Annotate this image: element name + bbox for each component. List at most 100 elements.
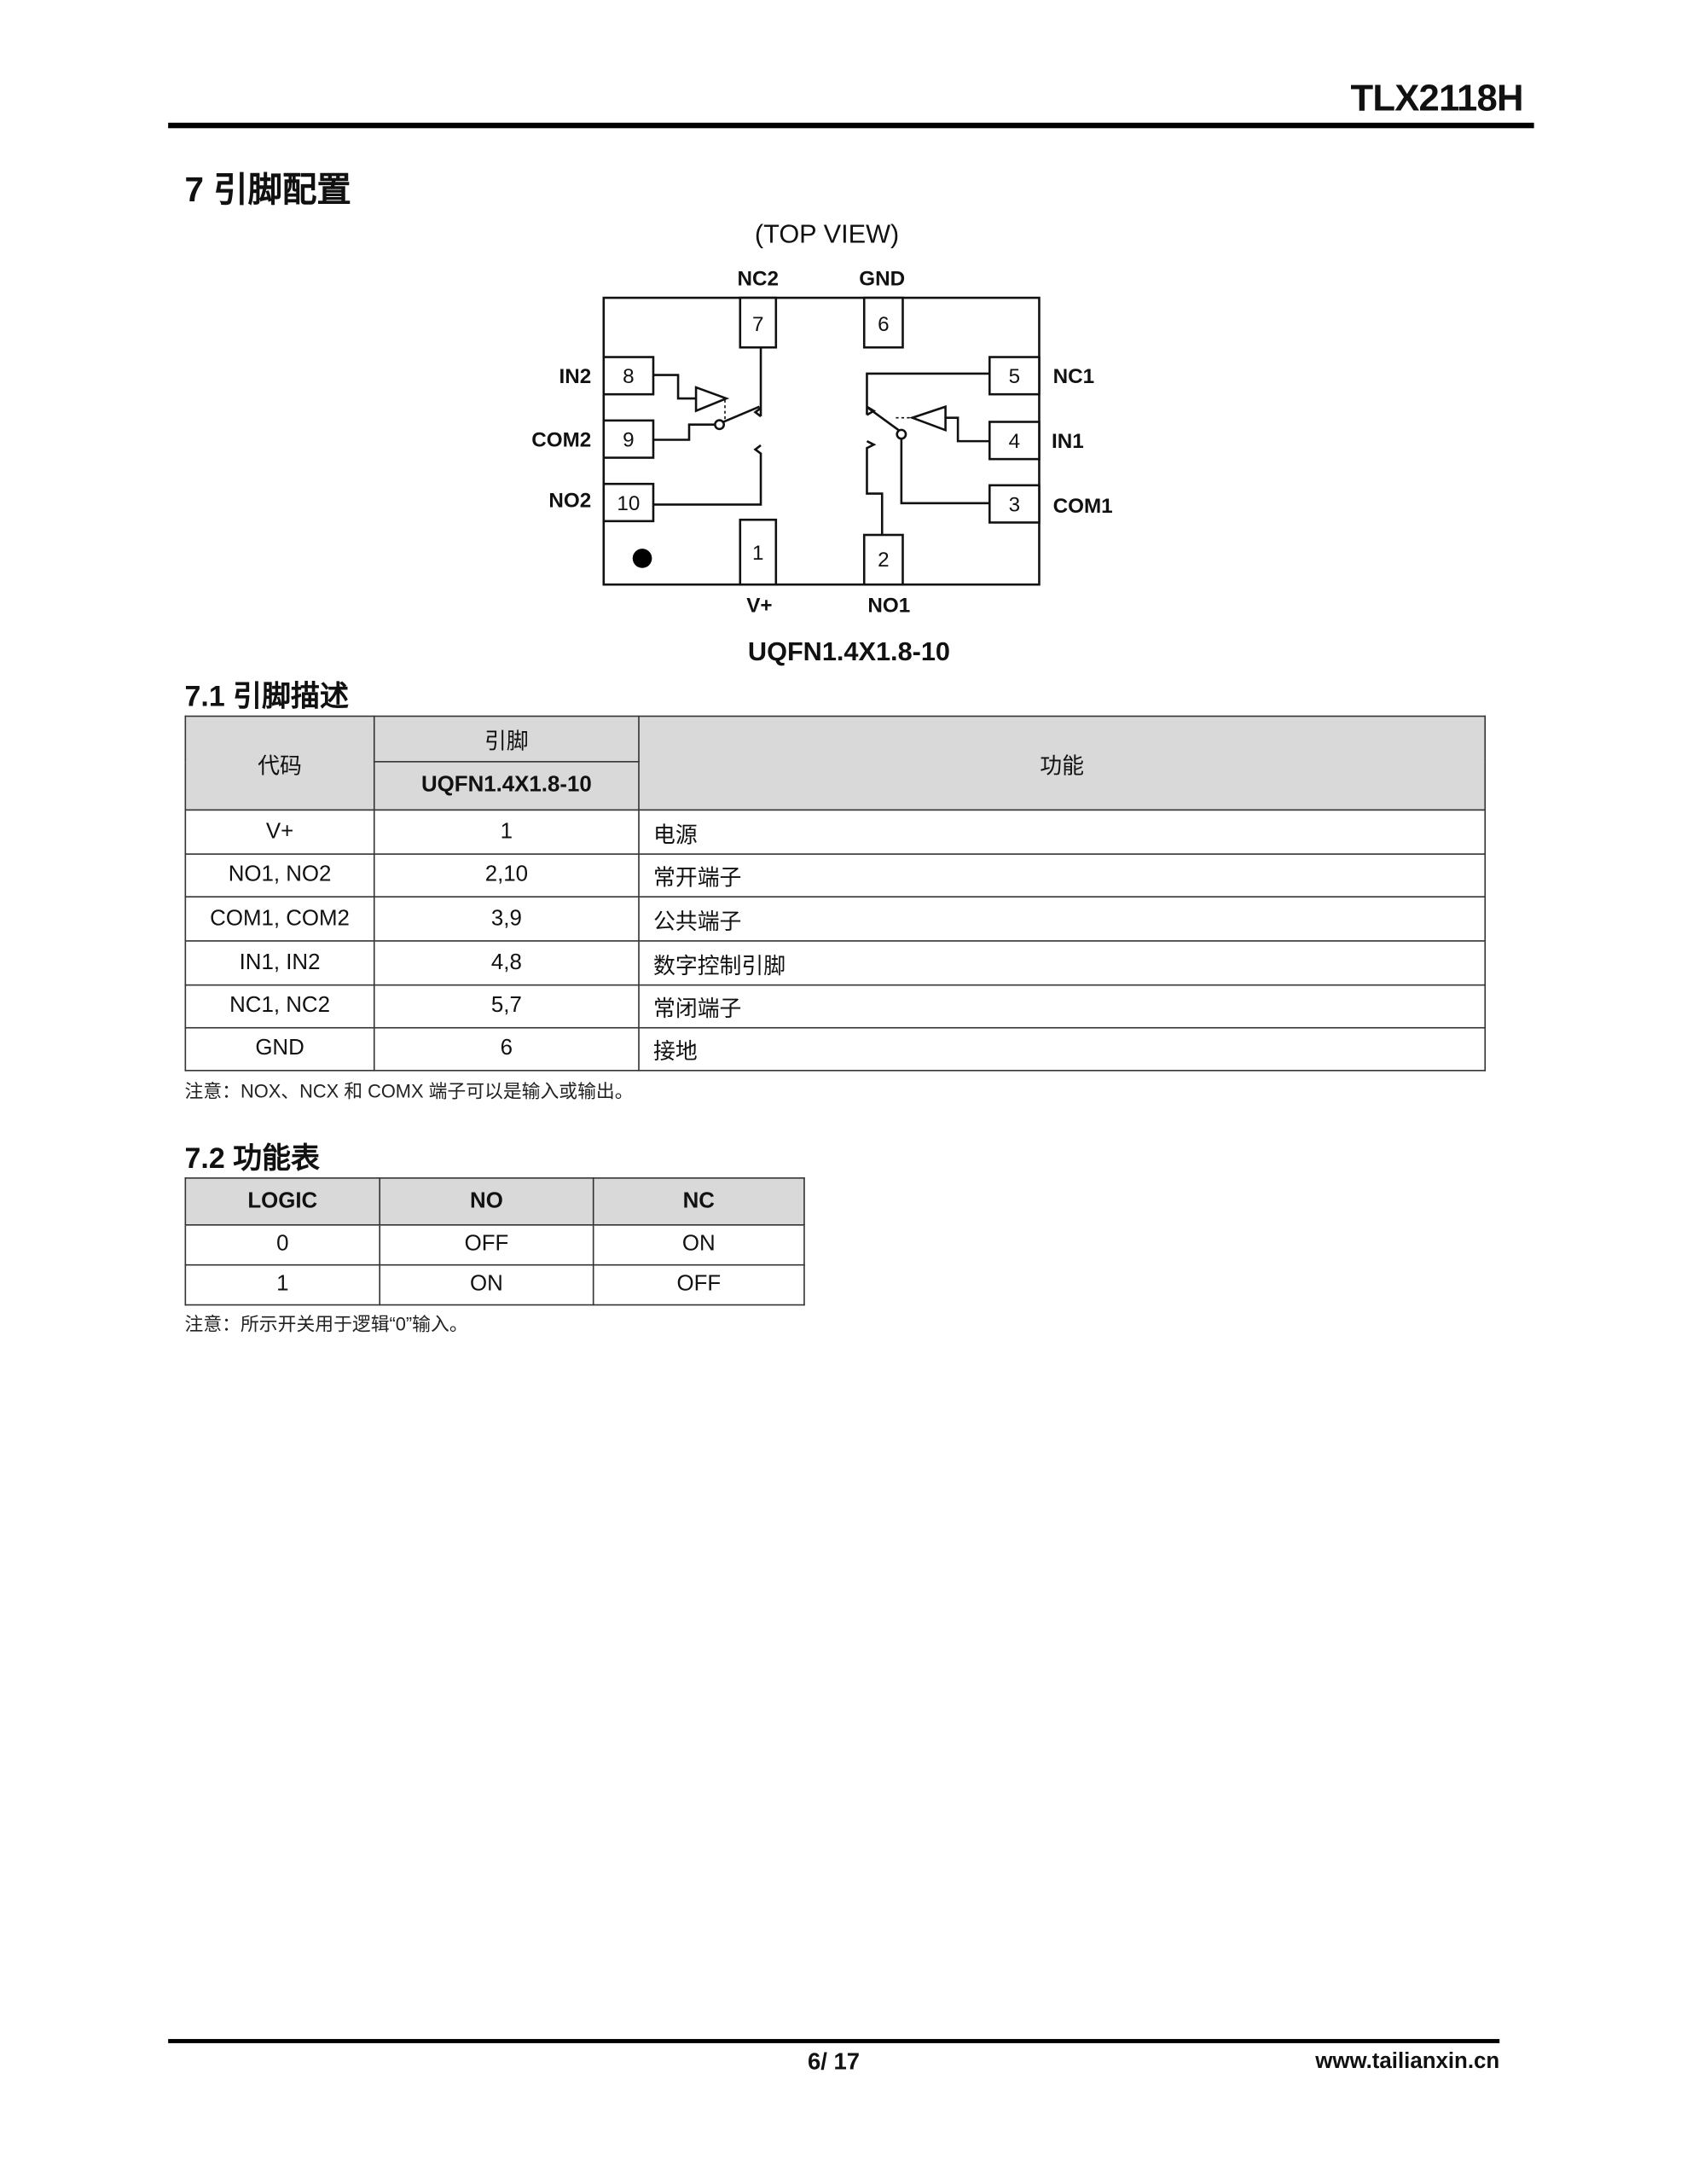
pin-description-heading: 7.1 引脚描述 xyxy=(184,681,349,713)
pin-label-gnd: GND xyxy=(859,268,905,291)
pin-label-com1: COM1 xyxy=(1053,495,1113,518)
cell-pin: 3,9 xyxy=(373,896,640,942)
pin1-indicator-dot xyxy=(632,549,652,568)
pin-number-3: 3 xyxy=(1009,494,1020,517)
cell-code: GND xyxy=(184,1026,375,1072)
switch-1-arm xyxy=(867,407,900,432)
pin-number-8: 8 xyxy=(623,365,634,388)
pin-number-7: 7 xyxy=(752,313,763,336)
cell-pin: 5,7 xyxy=(373,984,640,1029)
pin-number-10: 10 xyxy=(617,492,640,515)
header-code: 代码 xyxy=(184,715,375,811)
no1-wire xyxy=(866,439,884,536)
cell-nc: OFF xyxy=(592,1263,805,1306)
cell-code: NO1, NO2 xyxy=(184,853,375,898)
pin-configuration-diagram: (TOP VIEW) NC2 GND IN2 COM2 NO2 NC1 IN1 … xyxy=(531,218,1112,666)
header-no: NO xyxy=(379,1177,594,1226)
cell-function: 数字控制引脚 xyxy=(638,940,1487,986)
pin-1-pad xyxy=(739,518,778,586)
cell-function: 常开端子 xyxy=(638,853,1487,898)
header-package: UQFN1.4X1.8-10 xyxy=(373,761,640,811)
switch-2-arm xyxy=(722,405,760,423)
cell-code: COM1, COM2 xyxy=(184,896,375,942)
package-label: UQFN1.4X1.8-10 xyxy=(748,636,950,666)
pin-number-9: 9 xyxy=(623,429,634,452)
cell-pin: 1 xyxy=(373,809,640,855)
website-link[interactable]: www.tailianxin.cn xyxy=(1315,2049,1500,2074)
cell-pin: 2,10 xyxy=(373,853,640,898)
pin-6-pad xyxy=(862,296,904,349)
pin-number-4: 4 xyxy=(1009,430,1020,453)
pin-8-pad xyxy=(602,356,655,396)
pin-label-com2: COM2 xyxy=(531,429,591,452)
pin-label-in2: IN2 xyxy=(559,365,592,388)
pin-label-vplus: V+ xyxy=(746,595,772,618)
header-logic: LOGIC xyxy=(184,1177,381,1226)
pin-7-pad xyxy=(739,296,778,349)
in1-wire xyxy=(945,416,990,443)
diagram-line xyxy=(602,296,1041,586)
cell-code: NC1, NC2 xyxy=(184,984,375,1029)
pin-label-nc2: NC2 xyxy=(738,268,779,291)
cell-nc: ON xyxy=(592,1224,805,1266)
footer-rule xyxy=(168,2039,1500,2043)
pin-10-pad xyxy=(602,482,655,523)
cell-code: V+ xyxy=(184,809,375,855)
cell-logic: 0 xyxy=(184,1224,381,1266)
pin-table-note: 注意：NOX、NCX 和 COMX 端子可以是输入或输出。 xyxy=(184,1080,634,1102)
cell-function: 接地 xyxy=(638,1026,1487,1072)
cell-code: IN1, IN2 xyxy=(184,940,375,986)
diagram-line xyxy=(896,428,907,440)
document-title: TLX2118H xyxy=(1350,77,1524,119)
header-pin: 引脚 xyxy=(373,715,640,763)
header-rule xyxy=(168,122,1534,129)
no2-wire xyxy=(652,444,762,506)
cell-pin: 6 xyxy=(373,1026,640,1072)
in2-wire xyxy=(652,374,697,400)
top-view-label: (TOP VIEW) xyxy=(755,218,899,248)
pin-number-6: 6 xyxy=(878,313,889,336)
pin-label-in1: IN1 xyxy=(1052,430,1084,453)
header-nc: NC xyxy=(592,1177,805,1226)
cell-no: ON xyxy=(379,1263,594,1306)
pin-number-2: 2 xyxy=(878,549,889,572)
buffer-2 xyxy=(694,386,730,413)
pin-number-5: 5 xyxy=(1009,365,1020,388)
pin-label-no1: NO1 xyxy=(867,595,910,618)
com2-wire xyxy=(652,423,716,441)
cell-function: 公共端子 xyxy=(638,896,1487,942)
pin-number-1: 1 xyxy=(752,542,763,565)
pin-9-pad xyxy=(602,419,655,459)
nc1-wire xyxy=(866,372,990,415)
cell-function: 电源 xyxy=(638,809,1487,855)
header-function: 功能 xyxy=(638,715,1487,811)
diagram-line xyxy=(753,407,762,418)
page-number: 6/ 17 xyxy=(807,2048,861,2076)
diagram-line: (TOP VIEW) NC2 GND IN2 COM2 NO2 NC1 IN1 … xyxy=(531,218,1112,666)
cell-function: 常闭端子 xyxy=(638,984,1487,1029)
pin-5-pad xyxy=(988,356,1041,396)
function-table-note: 注意：所示开关用于逻辑“0”输入。 xyxy=(184,1314,468,1335)
pin-4-pad xyxy=(988,421,1041,461)
pin-2-pad xyxy=(862,533,904,586)
pin-label-no2: NO2 xyxy=(548,490,591,513)
cell-pin: 4,8 xyxy=(373,940,640,986)
function-table-heading: 7.2 功能表 xyxy=(184,1142,320,1175)
cell-no: OFF xyxy=(379,1224,594,1266)
diagram-line xyxy=(714,419,726,431)
section-heading: 7 引脚配置 xyxy=(184,171,351,210)
com1-wire xyxy=(900,438,990,505)
pin-label-nc1: NC1 xyxy=(1053,365,1094,388)
cell-logic: 1 xyxy=(184,1263,381,1306)
